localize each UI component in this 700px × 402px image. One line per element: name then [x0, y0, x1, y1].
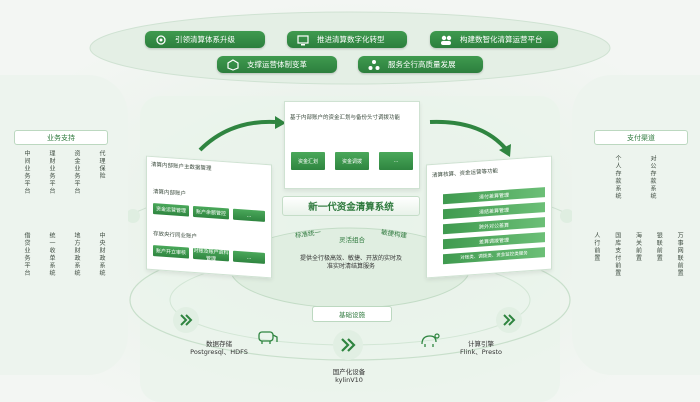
goal-pill-4: 支撑运营体制变革	[217, 56, 337, 73]
btn-more-2: ...	[233, 250, 265, 264]
elephant-icon	[256, 328, 280, 346]
right-side-header: 支付渠道	[594, 130, 688, 145]
btn-more-3: ...	[379, 152, 413, 170]
bar-2: 清结差算管理	[443, 202, 545, 220]
storage-chevron-icon	[173, 307, 199, 333]
infra-title: 基础设施	[312, 306, 392, 322]
btn-fund-ops: 资金运营管理	[153, 203, 189, 217]
left-side-panel	[0, 75, 128, 375]
left-function-panel: 清算内部账户主数据管理 清算内部账户 资金运营管理 账户余额管控 ... 存放央…	[146, 155, 272, 279]
domestic-chevron-icon	[333, 330, 363, 360]
goal-pill-5: 服务全行高质量发展	[358, 56, 483, 73]
left-group-2: 借贷业务平台 统一收单系统 地方财政系统 中央财政系统	[23, 232, 105, 277]
btn-account-open: 账户开立审核	[153, 245, 189, 259]
btn-more-1: ...	[233, 208, 265, 222]
network-icon	[155, 34, 167, 46]
core-description: 提供全行极高效、敏捷、开放的实时及准实时清结算服务	[300, 255, 403, 271]
share-icon	[368, 59, 380, 71]
domestic-block: 国产化设备 kylinV10	[332, 368, 366, 385]
users-icon	[440, 34, 452, 46]
right-function-panel: 清算核算、资金运营等功能 清付差算管理 清结差算管理 跨外对公差算 差算调拨管理…	[426, 155, 552, 279]
right-group-1: 个人存款系统 对公存款系统	[614, 155, 656, 200]
bar-1: 清付差算管理	[443, 187, 545, 205]
squirrel-icon	[418, 330, 442, 348]
monitor-icon	[297, 34, 309, 46]
btn-fund-transfer: 资金汇划	[291, 152, 325, 170]
goal-pill-1: 引领清算体系升级	[145, 31, 265, 48]
bar-3: 跨外对公差算	[443, 217, 545, 235]
cube-icon	[227, 58, 239, 71]
left-group-1: 中间业务平台 理财业务平台 资金业务平台 代理保险	[23, 150, 105, 195]
bar-4: 差算调拨管理	[443, 232, 545, 250]
core-tag-2: 灵活组合	[339, 236, 365, 244]
goal-pill-3: 构建数智化清算运营平台	[430, 31, 558, 48]
mid-function-panel: 基于内部账户的资金汇划与备份头寸调拨功能 资金汇划 资金调拨 ...	[284, 101, 420, 189]
core-system-title: 新一代资金清算系统	[282, 196, 420, 216]
bar-5: 对账类、调拨类、资金监控类服务	[443, 247, 545, 265]
compute-chevron-icon	[496, 307, 522, 333]
storage-block: 数据存储 Postgresql、HDFS	[190, 340, 248, 357]
right-side-panel	[572, 75, 700, 375]
goal-pill-2: 推进清算数字化转型	[287, 31, 407, 48]
btn-fund-allocate: 资金调拨	[335, 152, 369, 170]
left-side-header: 业务支持	[14, 130, 108, 145]
btn-balance-control: 账户余额管控	[193, 205, 229, 220]
compute-block: 计算引擎 Flink、Presto	[460, 340, 502, 357]
btn-reconcile: 对账及账户资料管理	[193, 247, 229, 262]
right-group-2: 人行前置 国库支付前置 海关前置 银联前置 万事网联前置	[592, 232, 684, 277]
